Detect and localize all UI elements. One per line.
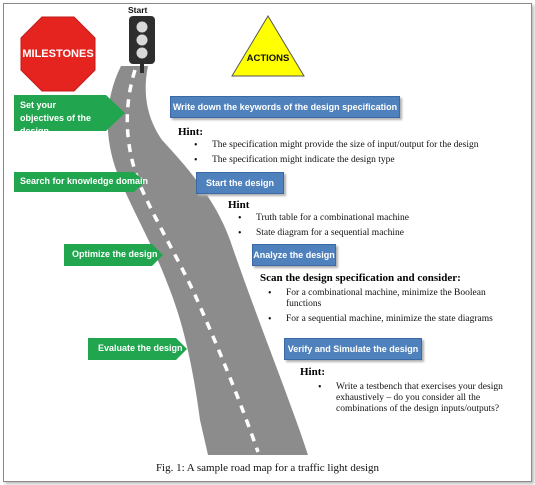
milestone-label-objectives: Set your objectives of the design [20, 100, 92, 136]
hint-bullet: The specification might provide the size… [192, 140, 522, 151]
hint-title-1: Hint: [178, 126, 204, 138]
milestone-label-knowledge: Search for knowledge domain [20, 176, 149, 186]
hint-bullet: The specification might indicate the des… [192, 155, 522, 166]
figure-caption: Fig. 1: A sample road map for a traffic … [155, 462, 380, 474]
hint-title-2: Hint [228, 199, 250, 211]
hint-title-3: Scan the design specification and consid… [260, 272, 461, 284]
hint-list-4: Write a testbench that exercises your de… [316, 382, 516, 419]
road-center-line [125, 69, 260, 453]
action-box-verify: Verify and Simulate the design [284, 338, 422, 360]
milestone-label-optimize: Optimize the design [72, 249, 158, 259]
hint-bullet: For a sequential machine, minimize the s… [266, 314, 498, 325]
start-label: Start [128, 5, 148, 15]
hint-list-2: Truth table for a combinational machine … [236, 213, 496, 243]
hint-bullet: State diagram for a sequential machine [236, 228, 496, 239]
action-box-keywords: Write down the keywords of the design sp… [170, 96, 400, 118]
milestones-sign-label: MILESTONES [22, 48, 93, 60]
traffic-light-icon [129, 16, 155, 73]
action-box-start: Start the design [196, 172, 284, 194]
hint-bullet: For a combinational machine, minimize th… [266, 288, 498, 310]
milestone-label-evaluate: Evaluate the design [98, 343, 183, 353]
road [107, 66, 308, 455]
hint-list-3: For a combinational machine, minimize th… [266, 288, 498, 329]
actions-sign-label: ACTIONS [247, 53, 290, 64]
hint-bullet: Write a testbench that exercises your de… [316, 382, 516, 415]
milestone-arrow-evaluate: Evaluate the design [88, 338, 188, 360]
stop-sign-icon: MILESTONES [20, 16, 96, 92]
actions-warning-triangle-icon: ACTIONS [231, 15, 305, 77]
milestone-arrow-objectives: Set your objectives of the design [14, 94, 126, 136]
hint-bullet: Truth table for a combinational machine [236, 213, 496, 224]
milestone-arrow-optimize: Optimize the design [64, 244, 164, 266]
milestone-arrow-knowledge: Search for knowledge domain [14, 172, 149, 192]
action-box-analyze: Analyze the design [252, 244, 336, 266]
hint-list-1: The specification might provide the size… [192, 140, 522, 170]
hint-title-4: Hint: [300, 366, 326, 378]
